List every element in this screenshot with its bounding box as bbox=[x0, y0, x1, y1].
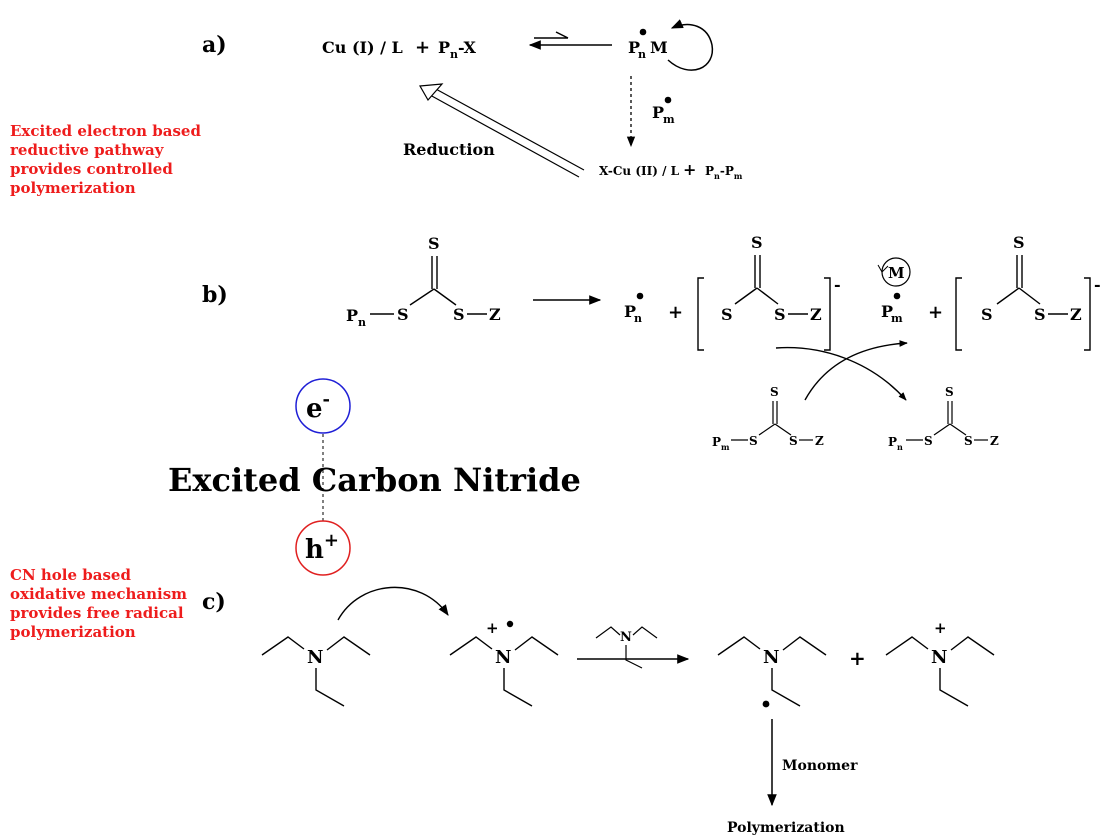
monomer-addition-arrow bbox=[667, 19, 714, 71]
hole-circle bbox=[295, 520, 351, 576]
svg-text:S: S bbox=[964, 434, 973, 448]
exchange-arrow-up bbox=[804, 340, 908, 401]
raft-agent-pn: S Pn S S Z bbox=[888, 385, 999, 452]
panel-b: b) S Pn S S Z Pn + S S S bbox=[202, 233, 1101, 452]
svg-text:S: S bbox=[981, 305, 993, 324]
svg-text:Z: Z bbox=[990, 434, 999, 448]
svg-text:N: N bbox=[307, 647, 323, 668]
fragment-radical: Pn bbox=[624, 302, 642, 325]
svg-text:S: S bbox=[774, 305, 786, 324]
amine-radical-cation bbox=[449, 636, 559, 707]
svg-text:+: + bbox=[849, 646, 866, 670]
panel-c: c) N N + N bbox=[202, 586, 995, 836]
cu1-catalyst: Cu (I) / L bbox=[322, 38, 403, 57]
svg-text:S: S bbox=[749, 434, 758, 448]
triethylamine bbox=[261, 636, 371, 707]
raft-agent: S Pn S S Z bbox=[346, 234, 501, 329]
trithiocarbonate-anion-1: S S S Z - bbox=[697, 233, 841, 351]
svg-text:Z: Z bbox=[810, 305, 822, 324]
raft-agent-pm: S Pm S S Z bbox=[712, 385, 824, 452]
thione-sulfur: S bbox=[428, 234, 440, 253]
hole-symbol: h+ bbox=[305, 530, 339, 565]
plus-sign-2: + bbox=[683, 160, 696, 179]
reduction-label: Reduction bbox=[403, 140, 495, 159]
svg-text:Z: Z bbox=[815, 434, 824, 448]
svg-text:Z: Z bbox=[1070, 305, 1082, 324]
svg-text:+: + bbox=[934, 619, 947, 637]
triethylammonium bbox=[885, 636, 995, 707]
second-radical: Pm bbox=[652, 103, 675, 126]
svg-text:S: S bbox=[1013, 233, 1025, 252]
catalyst-title: Excited Carbon Nitride bbox=[168, 461, 581, 499]
alpha-amino-radical bbox=[717, 636, 827, 707]
chain-p: Pn bbox=[346, 306, 366, 329]
svg-text:S: S bbox=[789, 434, 798, 448]
pm-radical: Pm bbox=[881, 302, 903, 325]
exchange-arrow-down bbox=[775, 346, 907, 401]
svg-text:S: S bbox=[751, 233, 763, 252]
reductive-pathway-note: Excited electron based reductive pathway… bbox=[10, 122, 201, 197]
svg-text:M: M bbox=[888, 264, 905, 282]
dead-polymer: Pn-Pm bbox=[705, 164, 743, 181]
svg-text:N: N bbox=[620, 630, 632, 645]
trithiocarbonate-anion-2: S S S Z - bbox=[955, 233, 1101, 351]
svg-text:Pm: Pm bbox=[712, 435, 730, 452]
polymerization-label: Polymerization bbox=[727, 820, 845, 836]
svg-text:S: S bbox=[453, 305, 465, 324]
svg-text:S: S bbox=[1034, 305, 1046, 324]
reduction-arrow bbox=[429, 87, 585, 178]
svg-text:Z: Z bbox=[489, 305, 501, 324]
electron-circle bbox=[295, 378, 351, 434]
svg-text:-: - bbox=[834, 275, 841, 294]
second-radical-dot bbox=[664, 96, 672, 104]
dormant-chain: Pn-X bbox=[438, 38, 477, 61]
svg-text:Pn: Pn bbox=[888, 435, 903, 452]
panel-c-label: c) bbox=[202, 589, 226, 615]
carbon-nitride: e- Excited Carbon Nitride h+ bbox=[168, 378, 581, 576]
svg-text:S: S bbox=[397, 305, 409, 324]
oxidative-pathway-note: CN hole based oxidative mechanism provid… bbox=[10, 566, 188, 641]
panel-a-label: a) bbox=[202, 32, 227, 58]
electron-symbol: e- bbox=[306, 389, 330, 424]
reduction-arrowhead bbox=[419, 83, 444, 102]
svg-text:N: N bbox=[763, 647, 779, 668]
monomer-label: Monomer bbox=[782, 758, 858, 774]
svg-text:S: S bbox=[924, 434, 933, 448]
radical-dot bbox=[639, 28, 647, 36]
svg-text:+: + bbox=[486, 619, 499, 637]
svg-text:S: S bbox=[770, 385, 779, 399]
svg-text:-: - bbox=[1094, 275, 1101, 294]
panel-b-label: b) bbox=[202, 282, 228, 308]
cu2-deactivator: X-Cu (II) / L bbox=[599, 164, 680, 178]
svg-text:N: N bbox=[931, 647, 947, 668]
svg-text:S: S bbox=[945, 385, 954, 399]
svg-text:N: N bbox=[495, 647, 511, 668]
reagent-triethylamine bbox=[595, 626, 658, 669]
oxidation-arrow bbox=[337, 586, 449, 621]
plus-sign: + bbox=[415, 37, 430, 58]
svg-text:+: + bbox=[668, 302, 683, 323]
equilibrium-forward-arrow bbox=[534, 31, 569, 39]
svg-text:S: S bbox=[721, 305, 733, 324]
svg-text:+: + bbox=[928, 302, 943, 323]
